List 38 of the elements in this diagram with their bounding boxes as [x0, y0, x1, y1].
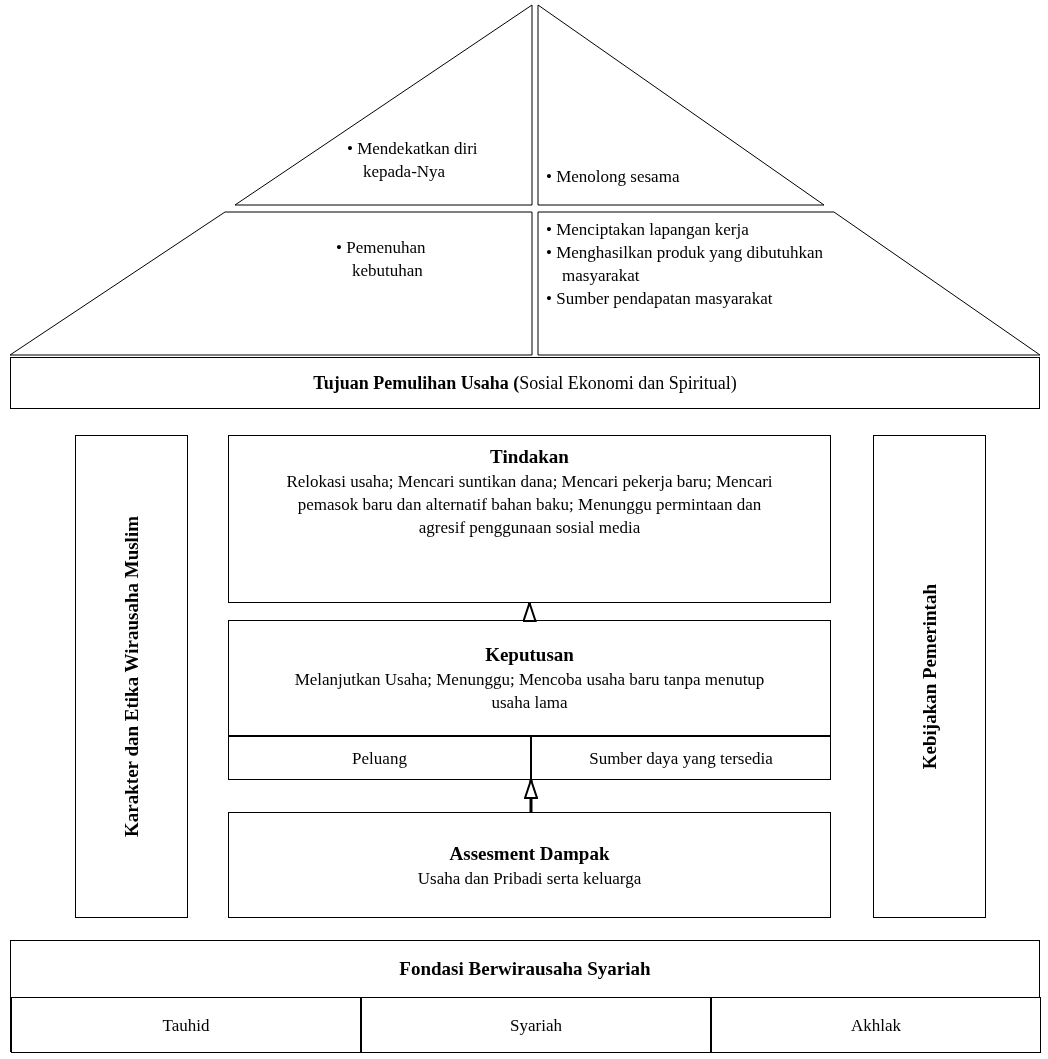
body-text: Relokasi usaha; Mencari suntikan dana; Mencari pekerja baru; Mencari pemasok baru dan alternatif bahan baku; Menunggu permintaan dan agresif penggunaan sosial media	[285, 471, 774, 539]
table-cell	[228, 736, 531, 780]
table-cell	[361, 997, 711, 1053]
label-text: Tujuan Pemulihan Usaha (Sosial Ekonomi dan Spiritual)	[312, 371, 738, 395]
bullet-item: • Menghasilkan produk yang dibutuhkan masyarakat	[546, 242, 824, 287]
label-text: Syariah	[509, 1014, 563, 1037]
arrow	[522, 602, 537, 622]
body-text: Melanjutkan Usaha; Menunggu; Mencoba usaha baru tanpa menutup usaha lama	[293, 669, 766, 714]
table-cell	[711, 997, 1041, 1053]
pillar-label: Karakter dan Etika Wirausaha Muslim	[119, 516, 143, 837]
label-text: Sumber daya yang tersedia	[588, 747, 774, 770]
pillar-box	[75, 435, 188, 918]
pillar-label: Kebijakan Pemerintah	[917, 583, 941, 770]
stage-box	[228, 812, 831, 918]
roof-section	[538, 212, 1040, 355]
arrow	[524, 779, 538, 812]
pillar-box	[873, 435, 986, 918]
heading: Tindakan	[489, 445, 570, 469]
bullet-item: • Pemenuhan kebutuhan	[336, 237, 427, 282]
heading: Keputusan	[484, 643, 575, 667]
foundation-box	[10, 940, 1040, 1052]
label-text: Akhlak	[849, 1014, 902, 1037]
bullet-item: • Sumber pendapatan masyarakat	[546, 288, 774, 310]
body-text: Usaha dan Pribadi serta keluarga	[416, 867, 643, 890]
heading: Fondasi Berwirausaha Syariah	[398, 957, 652, 981]
bullet-item: • Mendekatkan diri kepada-Nya	[347, 138, 479, 183]
bullet-item: • Menolong sesama	[546, 166, 681, 188]
bullet-item: • Menciptakan lapangan kerja	[546, 219, 750, 241]
stage-box	[228, 620, 831, 736]
label-text: Peluang	[351, 747, 408, 770]
label-text: Tauhid	[161, 1014, 211, 1037]
table-cell	[11, 997, 361, 1053]
roof-section	[10, 212, 532, 355]
table-cell	[531, 736, 831, 780]
roof-beam	[10, 357, 1040, 409]
roof-section	[235, 5, 532, 205]
heading: Assesment Dampak	[448, 841, 611, 866]
stage-box	[228, 435, 831, 603]
